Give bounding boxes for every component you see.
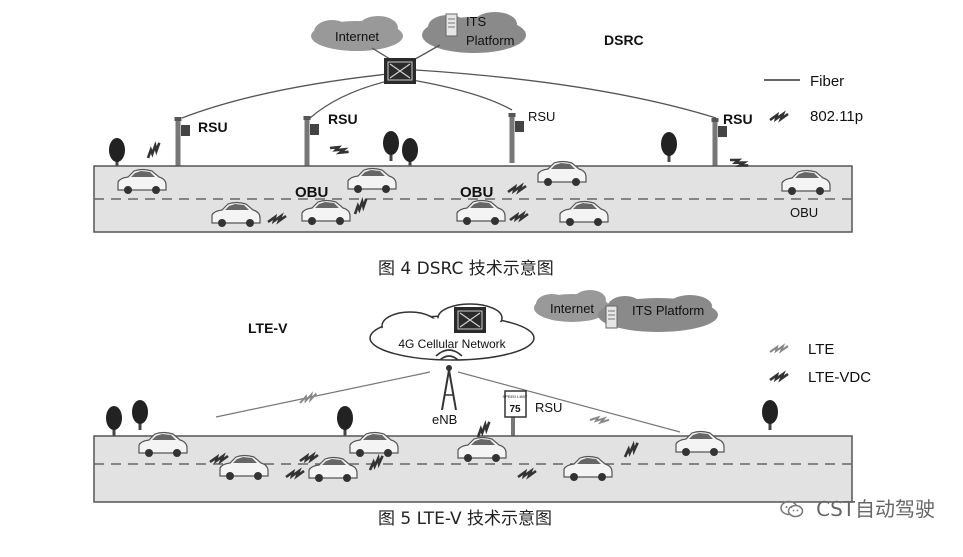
lte-icon [769,345,789,353]
tree-icon [106,406,122,436]
internet-cloud: Internet [311,16,403,51]
rsu-label: RSU [528,109,555,124]
dsrc-legend: Fiber 802.11p [764,73,863,125]
watermark: CST自动驾驶 [780,493,935,522]
ltev-diagram: Internet ITS Platform LTE-V 4G Cellular … [93,290,871,503]
internet-label: Internet [335,29,379,44]
wireless-icon [297,392,319,404]
fiber-links [181,44,717,119]
wireless-icon [328,141,350,159]
car-icon [537,160,587,187]
tree-icon [132,400,148,430]
its-platform-cloud: ITS Platform [598,295,718,332]
fig4-caption: 图 4 DSRC 技术示意图 [378,259,554,279]
legend-fiber: Fiber [810,73,844,90]
dsrc-diagram: Internet ITS Platform DSRC Fiber 802.11p [93,12,863,233]
rsu-label: RSU [198,119,228,135]
sign-number: 75 [509,404,521,415]
its-platform-cloud: ITS Platform [422,12,526,53]
wechat-icon [780,499,804,518]
lte-links [215,371,681,433]
ltev-legend: LTE LTE-VDC [768,341,871,386]
tree-icon [402,138,418,168]
watermark-text: CST自动驾驶 [816,497,935,521]
rsu-4: RSU [711,111,753,168]
enb-tower: eNB [432,349,463,427]
legend-lte: LTE [808,341,834,358]
car-icon [675,430,725,457]
ltev-title: LTE-V [248,320,288,336]
rsu-1: RSU [174,117,228,167]
rsu-label: RSU [723,111,753,127]
rsu-3: RSU [508,109,555,163]
dsrc-title: DSRC [604,32,644,48]
obu-label: OBU [790,205,818,220]
cellular-label: 4G Cellular Network [398,337,506,351]
rsu-label: RSU [328,111,358,127]
internet-cloud: Internet [534,290,610,322]
tree-icon [383,131,399,161]
router-icon [383,57,417,85]
its-label-line2: Platform [466,33,514,48]
rsu-label: RSU [535,400,562,415]
its-label-line1: ITS [466,14,487,29]
rsu-icon [174,117,190,167]
speed-limit-sign [504,390,527,418]
enb-label: eNB [432,412,457,427]
legend-802-11p: 802.11p [810,108,863,125]
rsu-2: RSU [303,111,358,166]
tree-icon [109,138,125,168]
internet-label: Internet [550,301,594,316]
wireless-icon [768,112,790,122]
wireless-icon [589,413,610,427]
wireless-icon [143,141,165,160]
tree-icon [762,400,778,430]
fig5-caption: 图 5 LTE-V 技术示意图 [378,509,553,529]
rsu-icon [303,116,319,166]
rsu-sign: SPEED LIMIT 75 RSU [503,390,562,437]
server-icon [605,305,618,329]
obu-label: OBU [295,184,328,201]
its-label: ITS Platform [632,303,704,318]
lte-vdc-icon [768,372,790,382]
tree-icon [337,406,353,436]
sign-text: SPEED LIMIT [503,394,528,399]
server-icon [445,13,458,37]
obu-label: OBU [460,184,493,201]
rsu-icon [508,113,524,163]
tree-icon [661,132,677,162]
legend-lte-vdc: LTE-VDC [808,369,871,386]
cellular-network-cloud: 4G Cellular Network [369,303,535,361]
router-icon [453,306,487,334]
wireless-icon [473,420,495,439]
